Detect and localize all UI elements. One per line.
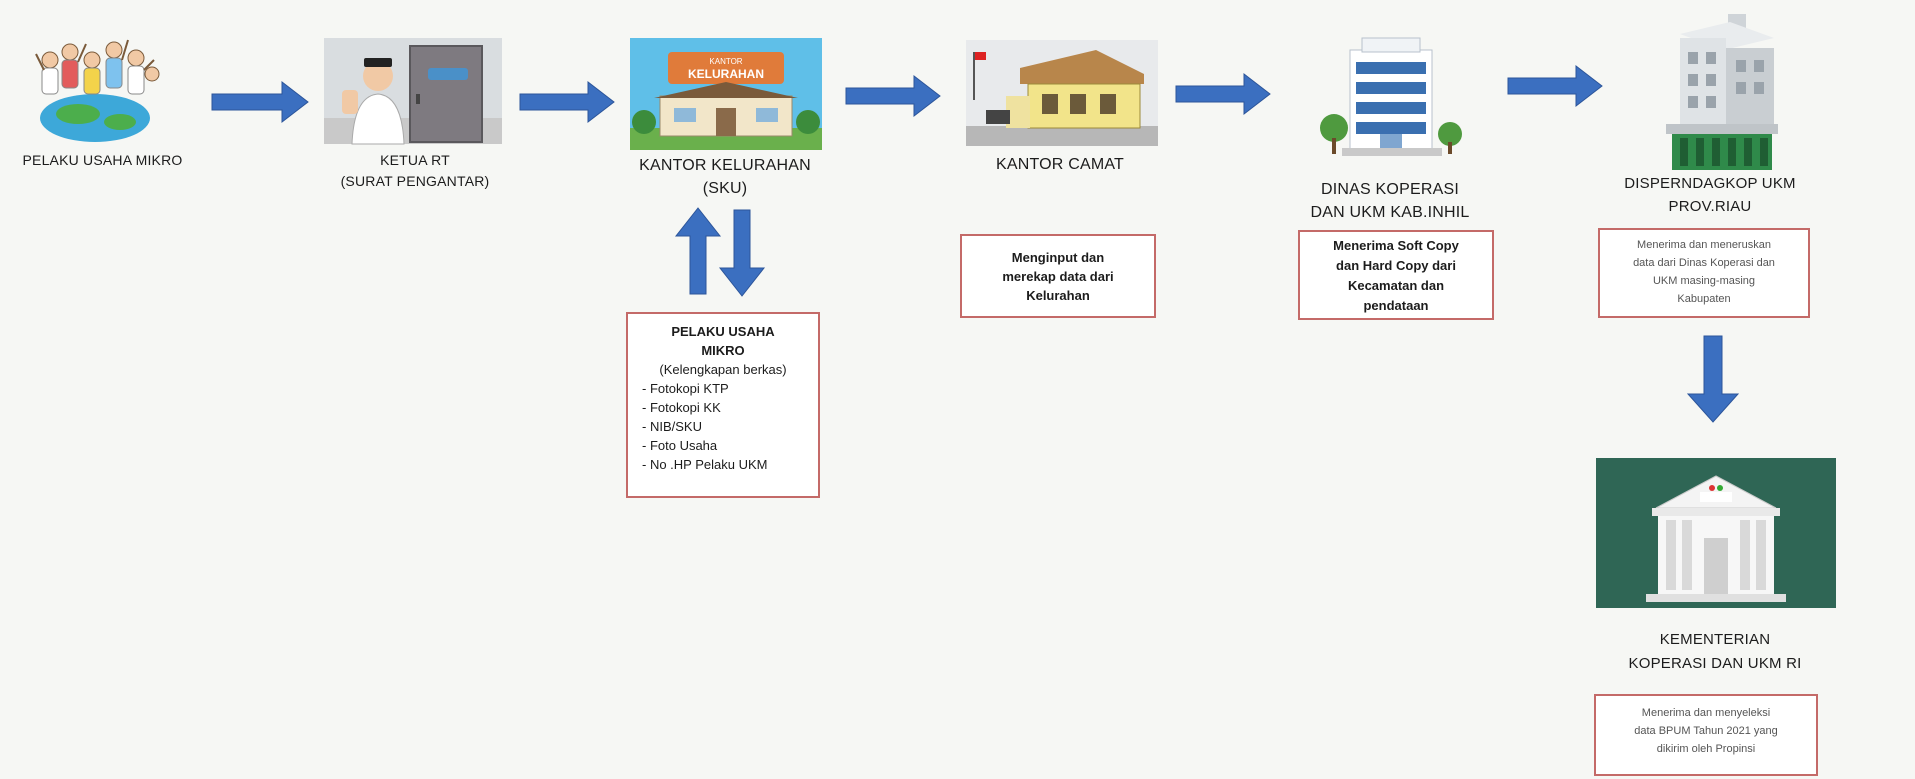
node-label-dinas-line2: DAN UKM KAB.INHIL (1310, 204, 1470, 221)
node-label-rt: KETUA RT (SURAT PENGANTAR) (300, 150, 530, 192)
kelurahan-sign-text: KELURAHAN (688, 67, 764, 81)
node-label-pelaku: PELAKU USAHA MIKRO (22, 152, 183, 168)
arrow-dinas-to-disperindag (1507, 64, 1603, 108)
node-label-dinas-line1: DINAS KOPERASI (1321, 181, 1459, 198)
box-kementerian-line: dikirim oleh Propinsi (1656, 743, 1756, 755)
box-berkas-item: - Fotokopi KK (642, 400, 721, 415)
node-label-kelurahan-line1: KANTOR KELURAHAN (639, 157, 811, 174)
box-berkas-item: - Fotokopi KTP (642, 381, 729, 396)
arrow-up-kelurahan (674, 207, 722, 295)
arrow-rt-to-kelurahan (519, 80, 615, 124)
box-berkas-item: - NIB/SKU (642, 419, 702, 434)
box-berkas: PELAKU USAHA MIKRO (Kelengkapan berkas) … (626, 312, 820, 498)
box-camat: Menginput dan merekap data dari Keluraha… (960, 234, 1156, 318)
arrow-disperindag-to-kementerian (1686, 335, 1740, 423)
box-disperindag-line: data dari Dinas Koperasi dan (1633, 257, 1775, 269)
box-camat-line: Menginput dan (1011, 250, 1105, 265)
box-berkas-item: - No .HP Pelaku UKM (642, 457, 768, 472)
box-disperindag-line: Menerima dan meneruskan (1637, 239, 1771, 251)
box-berkas-subtitle: (Kelengkapan berkas) (659, 362, 787, 377)
arrow-kelurahan-to-camat (845, 74, 941, 118)
kelurahan-office-icon: KANTOR KELURAHAN (630, 38, 822, 150)
people-globe-icon (28, 30, 163, 142)
box-berkas-title-2: MIKRO (701, 343, 745, 358)
box-kementerian: Menerima dan menyeleksi data BPUM Tahun … (1594, 694, 1818, 776)
node-label-kelurahan-line2: (SKU) (702, 180, 748, 197)
node-label-kementerian-line2: KOPERASI DAN UKM RI (1628, 655, 1802, 672)
node-label-rt-line2: (SURAT PENGANTAR) (340, 173, 490, 189)
box-disperindag-line: UKM masing-masing (1652, 275, 1756, 287)
box-disperindag: Menerima dan meneruskan data dari Dinas … (1598, 228, 1810, 318)
node-label-kementerian: KEMENTERIAN KOPERASI DAN UKM RI (1580, 628, 1850, 676)
arrow-down-kelurahan (718, 209, 766, 297)
node-label-kelurahan: KANTOR KELURAHAN (SKU) (600, 154, 850, 200)
box-disperindag-line: Kabupaten (1677, 293, 1731, 305)
svg-text:KANTOR: KANTOR (709, 57, 742, 66)
box-berkas-title-1: PELAKU USAHA (671, 324, 775, 339)
rt-official-icon (324, 38, 502, 145)
disperindag-building-icon (1640, 12, 1792, 172)
box-dinas-line: Kecamatan dan (1347, 278, 1445, 293)
box-kementerian-line: data BPUM Tahun 2021 yang (1634, 725, 1778, 737)
box-berkas-item: - Foto Usaha (642, 438, 718, 453)
node-label-rt-line1: KETUA RT (380, 152, 450, 168)
box-dinas-line: pendataan (1363, 298, 1429, 313)
node-label-disperindag-line1: DISPERNDAGKOP UKM (1624, 175, 1796, 192)
box-camat-line: Kelurahan (1026, 288, 1090, 303)
dinas-building-icon (1312, 30, 1470, 160)
camat-office-icon (966, 40, 1158, 146)
kementerian-building-icon (1596, 458, 1836, 608)
arrow-pelaku-to-rt (211, 80, 309, 124)
node-label-camat: KANTOR CAMAT (995, 156, 1125, 173)
arrow-camat-to-dinas (1175, 72, 1271, 116)
node-label-dinas: DINAS KOPERASI DAN UKM KAB.INHIL (1270, 178, 1510, 224)
box-dinas-line: Menerima Soft Copy (1333, 238, 1459, 253)
node-label-kementerian-line1: KEMENTERIAN (1659, 631, 1771, 648)
box-kementerian-line: Menerima dan menyeleksi (1641, 707, 1771, 719)
box-dinas: Menerima Soft Copy dan Hard Copy dari Ke… (1298, 230, 1494, 320)
box-camat-line: merekap data dari (1002, 269, 1114, 284)
node-label-disperindag: DISPERNDAGKOP UKM PROV.RIAU (1590, 172, 1830, 218)
node-label-disperindag-line2: PROV.RIAU (1668, 198, 1752, 215)
box-dinas-line: dan Hard Copy dari (1336, 258, 1456, 273)
